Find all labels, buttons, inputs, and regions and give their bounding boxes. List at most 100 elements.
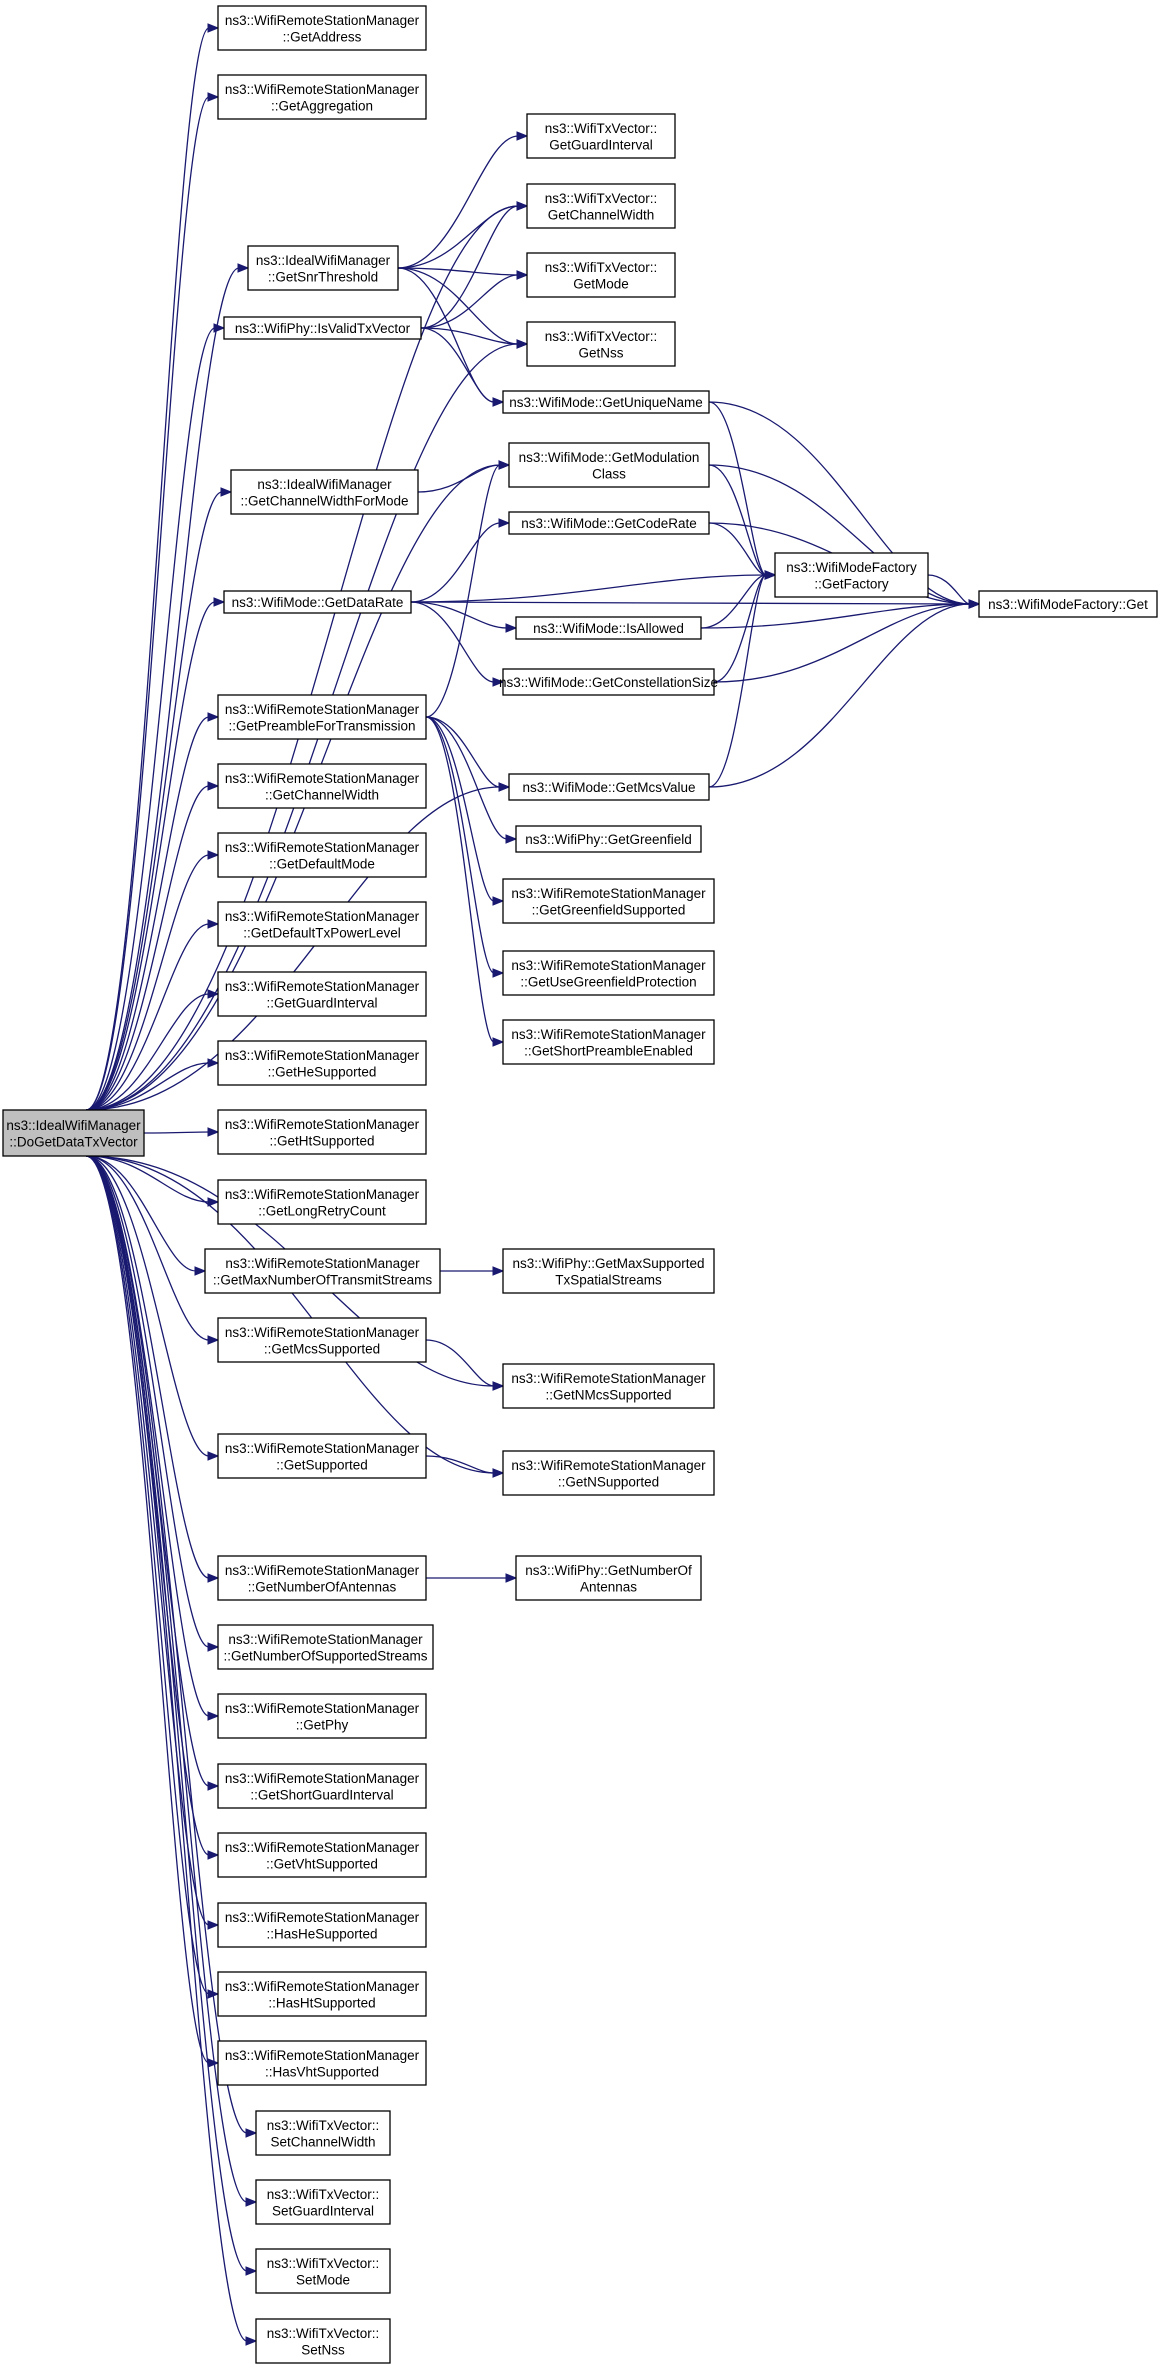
function-node[interactable]: ns3::WifiRemoteStationManager::GetGuardI… — [217, 971, 427, 1017]
node-label: ::GetDefaultMode — [269, 856, 375, 871]
node-box — [217, 1832, 427, 1878]
function-node[interactable]: ns3::WifiPhy::IsValidTxVector — [223, 316, 422, 340]
function-node[interactable]: ns3::WifiRemoteStationManager::GetMaxNum… — [204, 1248, 441, 1294]
call-edge — [425, 716, 505, 1047]
function-node[interactable]: ns3::WifiPhy::GetGreenfield — [515, 825, 702, 853]
node-label: ns3::WifiRemoteStationManager — [225, 1771, 420, 1786]
node-label: ns3::WifiRemoteStationManager — [511, 886, 706, 901]
node-box — [502, 1363, 715, 1409]
function-node[interactable]: ns3::WifiRemoteStationManager::HasVhtSup… — [217, 2040, 427, 2086]
node-box — [217, 971, 427, 1017]
function-node[interactable]: ns3::WifiRemoteStationManager::GetGreenf… — [502, 878, 715, 924]
node-box — [526, 183, 676, 229]
function-node[interactable]: ns3::WifiMode::GetMcsValue — [508, 773, 710, 801]
function-node[interactable]: ns3::WifiRemoteStationManager::GetNumber… — [217, 1555, 427, 1601]
node-label: ns3::WifiRemoteStationManager — [225, 1910, 420, 1925]
call-edge — [85, 23, 220, 1111]
function-node[interactable]: ns3::WifiMode::GetUniqueName — [502, 390, 710, 414]
node-box — [774, 552, 929, 598]
call-edge — [85, 1155, 220, 1345]
call-edge — [85, 1155, 220, 1583]
node-label: ::GetShortGuardInterval — [250, 1787, 393, 1802]
node-box — [508, 773, 710, 801]
node-label: ns3::WifiPhy::IsValidTxVector — [235, 321, 411, 336]
node-label: ns3::WifiRemoteStationManager — [225, 1701, 420, 1716]
call-edge — [410, 601, 505, 687]
call-edge — [85, 597, 226, 1111]
node-label: ns3::IdealWifiManager — [256, 253, 391, 268]
function-node[interactable]: ns3::WifiRemoteStationManager::GetPreamb… — [217, 694, 427, 740]
node-label: Antennas — [580, 1579, 637, 1594]
function-node[interactable]: ns3::WifiRemoteStationManager::GetUseGre… — [502, 950, 715, 996]
function-node[interactable]: ns3::WifiRemoteStationManager::HasHtSupp… — [217, 1971, 427, 2017]
function-node[interactable]: ns3::WifiRemoteStationManager::GetAggreg… — [217, 74, 427, 120]
node-box — [502, 1248, 715, 1294]
function-node[interactable]: ns3::WifiPhy::GetNumberOfAntennas — [515, 1555, 702, 1601]
function-node[interactable]: ns3::WifiRemoteStationManager::GetShortG… — [217, 1763, 427, 1809]
function-node[interactable]: ns3::WifiRemoteStationManager::GetNumber… — [217, 1624, 434, 1670]
function-node[interactable]: ns3::WifiRemoteStationManager::GetDefaul… — [217, 832, 427, 878]
function-node[interactable]: ns3::WifiRemoteStationManager::GetPhy — [217, 1693, 427, 1739]
call-edge — [85, 1155, 220, 1999]
node-label: ::GetGuardInterval — [266, 995, 377, 1010]
call-edge — [425, 716, 505, 978]
node-label: ::GetAggregation — [271, 98, 373, 113]
function-node[interactable]: ns3::WifiPhy::GetMaxSupportedTxSpatialSt… — [502, 1248, 715, 1294]
node-label: ns3::WifiRemoteStationManager — [225, 82, 420, 97]
node-box — [502, 1019, 715, 1065]
function-node[interactable]: ns3::WifiTxVector::GetGuardInterval — [526, 113, 676, 159]
function-node[interactable]: ns3::WifiMode::GetCodeRate — [508, 511, 710, 535]
function-node[interactable]: ns3::WifiRemoteStationManager::GetAddres… — [217, 5, 427, 51]
call-edge — [85, 919, 220, 1111]
edges-layer — [85, 23, 981, 2346]
function-node[interactable]: ns3::WifiTxVector::GetNss — [526, 321, 676, 367]
node-box — [526, 252, 676, 298]
node-box — [223, 316, 422, 340]
function-node[interactable]: ns3::WifiModeFactory::Get — [978, 590, 1158, 618]
function-node[interactable]: ns3::WifiRemoteStationManager::GetNMcsSu… — [502, 1363, 715, 1409]
function-node[interactable]: ns3::IdealWifiManager::GetSnrThreshold — [247, 245, 399, 291]
function-node[interactable]: ns3::WifiRemoteStationManager::GetHtSupp… — [217, 1109, 427, 1155]
function-node[interactable]: ns3::WifiRemoteStationManager::GetDefaul… — [217, 901, 427, 947]
node-label: ::GetLongRetryCount — [258, 1203, 386, 1218]
node-box — [217, 1317, 427, 1363]
node-label: ::GetNumberOfAntennas — [248, 1579, 397, 1594]
function-node[interactable]: ns3::IdealWifiManager::GetChannelWidthFo… — [230, 469, 419, 515]
function-node[interactable]: ns3::WifiModeFactory::GetFactory — [774, 552, 929, 598]
node-label: ::DoGetDataTxVector — [9, 1134, 138, 1149]
function-node[interactable]: ns3::WifiRemoteStationManager::HasHeSupp… — [217, 1902, 427, 1948]
function-node[interactable]: ns3::WifiTxVector::SetGuardInterval — [255, 2179, 391, 2225]
call-edge — [425, 1455, 505, 1478]
function-node[interactable]: ns3::WifiTxVector::SetNss — [255, 2318, 391, 2364]
function-node[interactable]: ns3::WifiTxVector::GetChannelWidth — [526, 183, 676, 229]
node-label: SetMode — [296, 2272, 350, 2287]
function-node[interactable]: ns3::IdealWifiManager::DoGetDataTxVector — [2, 1109, 145, 1157]
node-box — [217, 763, 427, 809]
call-edge — [410, 599, 981, 609]
call-edge — [425, 716, 511, 792]
function-node[interactable]: ns3::WifiRemoteStationManager::GetSuppor… — [217, 1433, 427, 1479]
node-label: ::GetShortPreambleEnabled — [524, 1043, 693, 1058]
node-box — [217, 1763, 427, 1809]
function-node[interactable]: ns3::WifiRemoteStationManager::GetChanne… — [217, 763, 427, 809]
node-label: ::GetAddress — [283, 29, 362, 44]
node-label: ns3::WifiMode::GetDataRate — [232, 595, 404, 610]
function-node[interactable]: ns3::WifiRemoteStationManager::GetVhtSup… — [217, 1832, 427, 1878]
function-node[interactable]: ns3::WifiTxVector::SetMode — [255, 2248, 391, 2294]
function-node[interactable]: ns3::WifiRemoteStationManager::GetHeSupp… — [217, 1040, 427, 1086]
function-node[interactable]: ns3::WifiRemoteStationManager::GetShortP… — [502, 1019, 715, 1065]
node-box — [217, 1624, 434, 1670]
function-node[interactable]: ns3::WifiTxVector::GetMode — [526, 252, 676, 298]
function-node[interactable]: ns3::WifiTxVector::SetChannelWidth — [255, 2110, 391, 2156]
node-label: ns3::WifiRemoteStationManager — [228, 1632, 423, 1647]
function-node[interactable]: ns3::WifiRemoteStationManager::GetLongRe… — [217, 1179, 427, 1225]
node-label: ns3::WifiMode::GetUniqueName — [509, 395, 703, 410]
function-node[interactable]: ns3::WifiMode::GetDataRate — [223, 590, 412, 614]
function-node[interactable]: ns3::WifiRemoteStationManager::GetNSuppo… — [502, 1450, 715, 1496]
function-node[interactable]: ns3::WifiMode::GetConstellationSize — [499, 668, 718, 696]
node-label: ns3::WifiModeFactory — [786, 560, 917, 575]
node-box — [217, 1555, 427, 1601]
function-node[interactable]: ns3::WifiRemoteStationManager::GetMcsSup… — [217, 1317, 427, 1363]
function-node[interactable]: ns3::WifiMode::IsAllowed — [515, 616, 702, 640]
